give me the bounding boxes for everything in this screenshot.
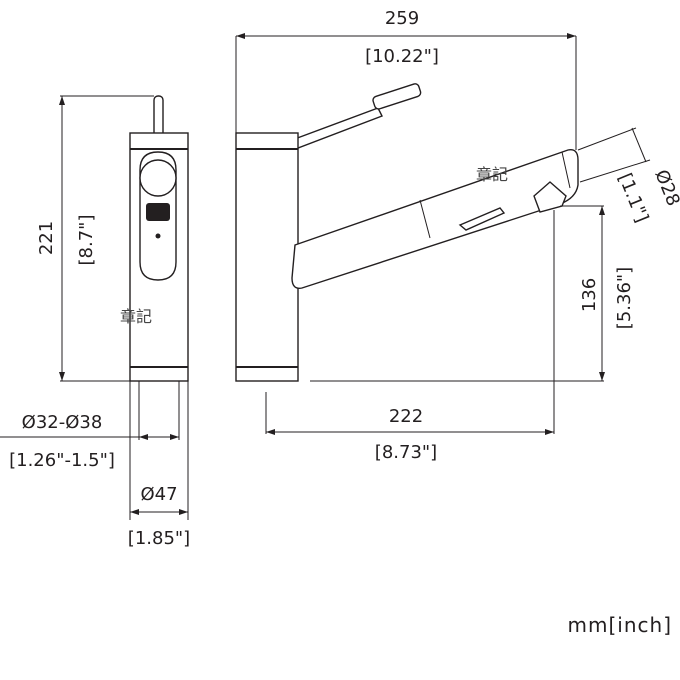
spray-diameter-in: [1.1"] <box>614 170 653 225</box>
side-spray-button <box>458 207 506 231</box>
mount-hole-mm: Ø32-Ø38 <box>22 412 103 433</box>
dim-height <box>59 95 154 382</box>
watermark-front: 章記 <box>120 307 152 326</box>
mount-hole-in: [1.26"-1.5"] <box>9 450 115 471</box>
watermark-side: 章記 <box>476 165 508 184</box>
base-diameter-mm: Ø47 <box>140 484 177 505</box>
front-aerator <box>146 203 170 221</box>
side-spray-outlet <box>533 181 567 213</box>
side-top-band <box>236 148 298 150</box>
units-label: mm[inch] <box>568 613 672 637</box>
reach-mm: 222 <box>389 406 423 427</box>
front-base-band <box>130 366 188 368</box>
side-handle-lever <box>290 107 383 149</box>
side-spout-arm <box>291 149 579 289</box>
dim-overall-length <box>235 33 577 150</box>
side-spray-head-joint <box>561 151 571 189</box>
dim-mount-hole <box>0 434 179 440</box>
spout-height-mm: 136 <box>579 278 600 312</box>
side-base-band <box>236 366 298 368</box>
front-spray-head <box>139 159 177 197</box>
height-mm: 221 <box>36 221 57 255</box>
side-faucet-body <box>235 132 299 382</box>
dim-spout-height <box>310 205 605 382</box>
dim-reach <box>265 210 555 435</box>
side-spout-joint <box>419 199 431 239</box>
side-handle-grip <box>372 83 422 110</box>
front-top-band <box>130 148 188 150</box>
base-diameter-in: [1.85"] <box>128 528 190 549</box>
spray-diameter-mm: Ø28 <box>650 167 680 209</box>
front-nozzle-dot <box>155 233 161 239</box>
side-view <box>235 83 579 382</box>
spout-height-in: [5.36"] <box>614 267 635 329</box>
reach-in: [8.73"] <box>375 442 437 463</box>
height-in: [8.7"] <box>76 215 97 266</box>
overall-length-in: [10.22"] <box>365 46 439 67</box>
front-view <box>129 95 189 520</box>
dim-spray-diameter <box>577 127 651 183</box>
overall-length-mm: 259 <box>385 8 419 29</box>
dim-base-diameter <box>130 509 188 515</box>
